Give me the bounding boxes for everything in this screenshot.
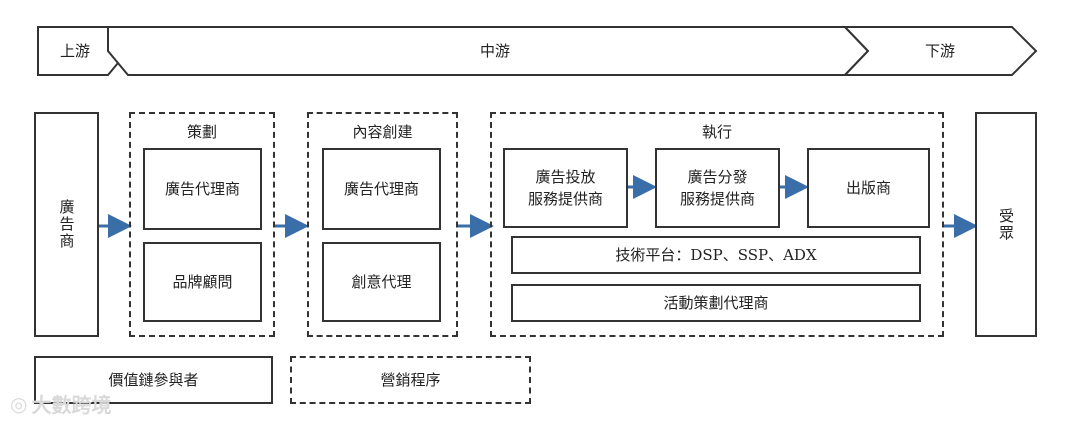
- planning-brand-consultant: 品牌顧問: [143, 242, 262, 322]
- watermark-text: 大數跨境: [31, 393, 112, 417]
- content-group: [307, 112, 458, 337]
- content-creative-agency: 創意代理: [322, 242, 441, 322]
- execution-group: [490, 112, 944, 337]
- advertiser-box: 廣告商: [34, 112, 99, 337]
- planning-ad-agency: 廣告代理商: [143, 148, 262, 230]
- upstream-label: 上游: [59, 42, 90, 60]
- ad-placement-provider: 廣告投放 服務提供商: [503, 148, 628, 228]
- downstream-label: 下游: [924, 42, 955, 60]
- content-title: 內容創建: [352, 123, 413, 141]
- planning-group: [129, 112, 275, 337]
- audience-box: 受眾: [975, 112, 1037, 337]
- publisher-box: 出版商: [807, 148, 930, 228]
- midstream-label: 中游: [479, 42, 510, 60]
- ad-distribution-provider: 廣告分發 服務提供商: [655, 148, 780, 228]
- event-agency-box: 活動策劃代理商: [511, 284, 921, 322]
- watermark-logo-icon: ◎: [10, 391, 28, 416]
- planning-title: 策劃: [186, 123, 217, 141]
- content-ad-agency: 廣告代理商: [322, 148, 441, 230]
- audience-label: 受眾: [997, 207, 1015, 242]
- legend-process: 營銷程序: [290, 356, 531, 404]
- chevron-downstream: [842, 26, 1038, 76]
- watermark: ◎ 大數跨境: [10, 389, 111, 418]
- execution-title: 執行: [701, 123, 732, 141]
- advertiser-label: 廣告商: [57, 199, 76, 250]
- legend-participants: 價值鏈參與者: [34, 356, 273, 404]
- tech-platform-box: 技術平台：DSP、SSP、ADX: [511, 236, 921, 274]
